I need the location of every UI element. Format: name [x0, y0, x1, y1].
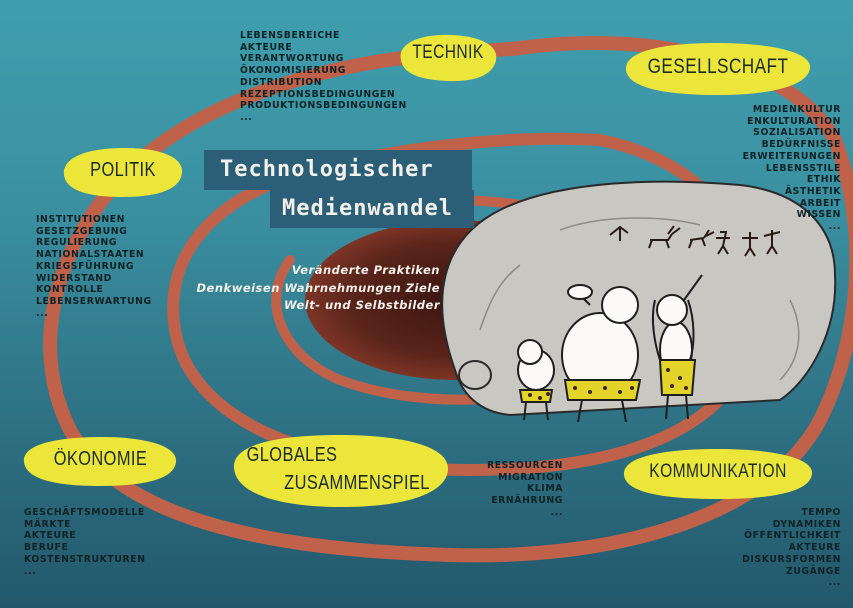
list-item: ZUGÄNGE — [785, 565, 841, 577]
list-item: LEBENSSTILE — [765, 162, 841, 174]
list-item: DISTRIBUTION — [240, 76, 323, 88]
list-item: MEDIENKULTUR — [752, 104, 841, 115]
center-text-line1: Veränderte Praktiken — [291, 263, 440, 277]
category-label-oekonomie: ÖKONOMIE — [53, 448, 148, 470]
category-label-kommunikation: KOMMUNIKATION — [649, 461, 787, 482]
list-item: LEBENSERWARTUNG — [36, 295, 152, 307]
list-item: KONTROLLE — [36, 284, 104, 296]
list-item: ... — [828, 221, 841, 233]
category-label-politik: POLITIK — [90, 159, 156, 181]
list-item: SOZIALISATION — [753, 127, 841, 139]
list-item: TEMPO — [801, 507, 841, 518]
list-item: ERWEITERUNGEN — [742, 150, 841, 162]
list-item: ÖKONOMISIERUNG — [240, 65, 347, 77]
kommunikation-blob — [623, 449, 813, 499]
list-item: ENKULTURATION — [747, 115, 841, 127]
list-item: ARBEIT — [799, 197, 841, 209]
list-item: KRIEGSFÜHRUNG — [36, 260, 135, 272]
title-line1-box: Technologischer — [204, 150, 472, 190]
oekonomie-blob — [23, 437, 177, 486]
list-item: NATIONALSTAATEN — [36, 249, 145, 261]
technik-blob — [400, 34, 497, 82]
cave-people — [517, 274, 703, 423]
list-item: AKTEURE — [788, 542, 841, 554]
category-label-globales-line1: GLOBALES — [246, 444, 338, 466]
center-text-line3: Welt- und Selbstbilder — [284, 298, 440, 312]
list-item: WISSEN — [796, 209, 841, 221]
gesellschaft-blob — [625, 43, 811, 95]
list-item: ... — [550, 506, 563, 518]
cave-paintings — [609, 225, 781, 257]
leopard-spots — [528, 368, 688, 400]
globales-list: RESSOURCEN MIGRATION KLIMA ERNÄHRUNG ... — [487, 460, 563, 519]
list-item: ÖFFENTLICHKEIT — [744, 530, 841, 542]
list-item: GESETZGEBUNG — [36, 225, 128, 237]
list-item: ERNÄHRUNG — [491, 495, 563, 507]
title-line1: Technologischer — [220, 157, 434, 182]
list-item: AKTEURE — [240, 41, 293, 53]
category-label-technik: TECHNIK — [412, 42, 484, 63]
list-item: WIDERSTAND — [36, 272, 112, 284]
technik-list: LEBENSBEREICHE AKTEURE VERANTWORTUNG ÖKO… — [240, 30, 407, 124]
list-item: ... — [240, 111, 253, 123]
list-item: DYNAMIKEN — [772, 518, 841, 530]
list-item: LEBENSBEREICHE — [240, 30, 340, 41]
globales-blob — [233, 435, 449, 507]
list-item: ETHIK — [806, 174, 841, 186]
kommunikation-list: TEMPO DYNAMIKEN ÖFFENTLICHKEIT AKTEURE D… — [742, 507, 841, 589]
list-item: AKTEURE — [24, 530, 77, 542]
list-item: VERANTWORTUNG — [240, 53, 345, 65]
oekonomie-list: GESCHÄFTSMODELLE MÄRKTE AKTEURE BERUFE K… — [24, 507, 146, 577]
category-label-gesellschaft: GESELLSCHAFT — [647, 55, 789, 78]
list-item: RESSOURCEN — [486, 460, 563, 471]
list-item: INSTITUTIONEN — [36, 214, 126, 225]
list-item: ... — [828, 577, 841, 589]
list-item: PRODUKTIONSBEDINGUNGEN — [240, 100, 407, 112]
list-item: MIGRATION — [498, 471, 563, 483]
title-line2-box: Medienwandel — [270, 190, 474, 228]
list-item: KLIMA — [526, 483, 563, 495]
list-item: REZEPTIONSBEDINGUNGEN — [240, 88, 396, 100]
title-line2: Medienwandel — [282, 196, 453, 221]
list-item: REGULIERUNG — [36, 237, 118, 249]
cave-rock-illustration — [441, 180, 837, 423]
list-item: ÄSTHETIK — [784, 185, 841, 197]
politik-list: INSTITUTIONEN GESETZGEBUNG REGULIERUNG N… — [36, 214, 152, 319]
list-item: GESCHÄFTSMODELLE — [24, 507, 145, 518]
list-item: BEDÜRFNISSE — [761, 139, 841, 151]
gesellschaft-list: MEDIENKULTUR ENKULTURATION SOZIALISATION… — [743, 104, 841, 233]
list-item: DISKURSFORMEN — [742, 553, 841, 565]
center-text: Veränderte Praktiken Denkweisen Wahrnehm… — [160, 262, 440, 315]
list-item: KOSTENSTRUKTUREN — [24, 553, 146, 565]
category-label-globales-line2: ZUSAMMENSPIEL — [284, 472, 430, 494]
politik-blob — [63, 148, 183, 197]
list-item: BERUFE — [24, 542, 69, 554]
list-item: ... — [24, 565, 37, 577]
list-item: MÄRKTE — [24, 518, 72, 530]
list-item: ... — [36, 307, 49, 319]
center-text-line2: Denkweisen Wahrnehmungen Ziele — [196, 280, 440, 295]
